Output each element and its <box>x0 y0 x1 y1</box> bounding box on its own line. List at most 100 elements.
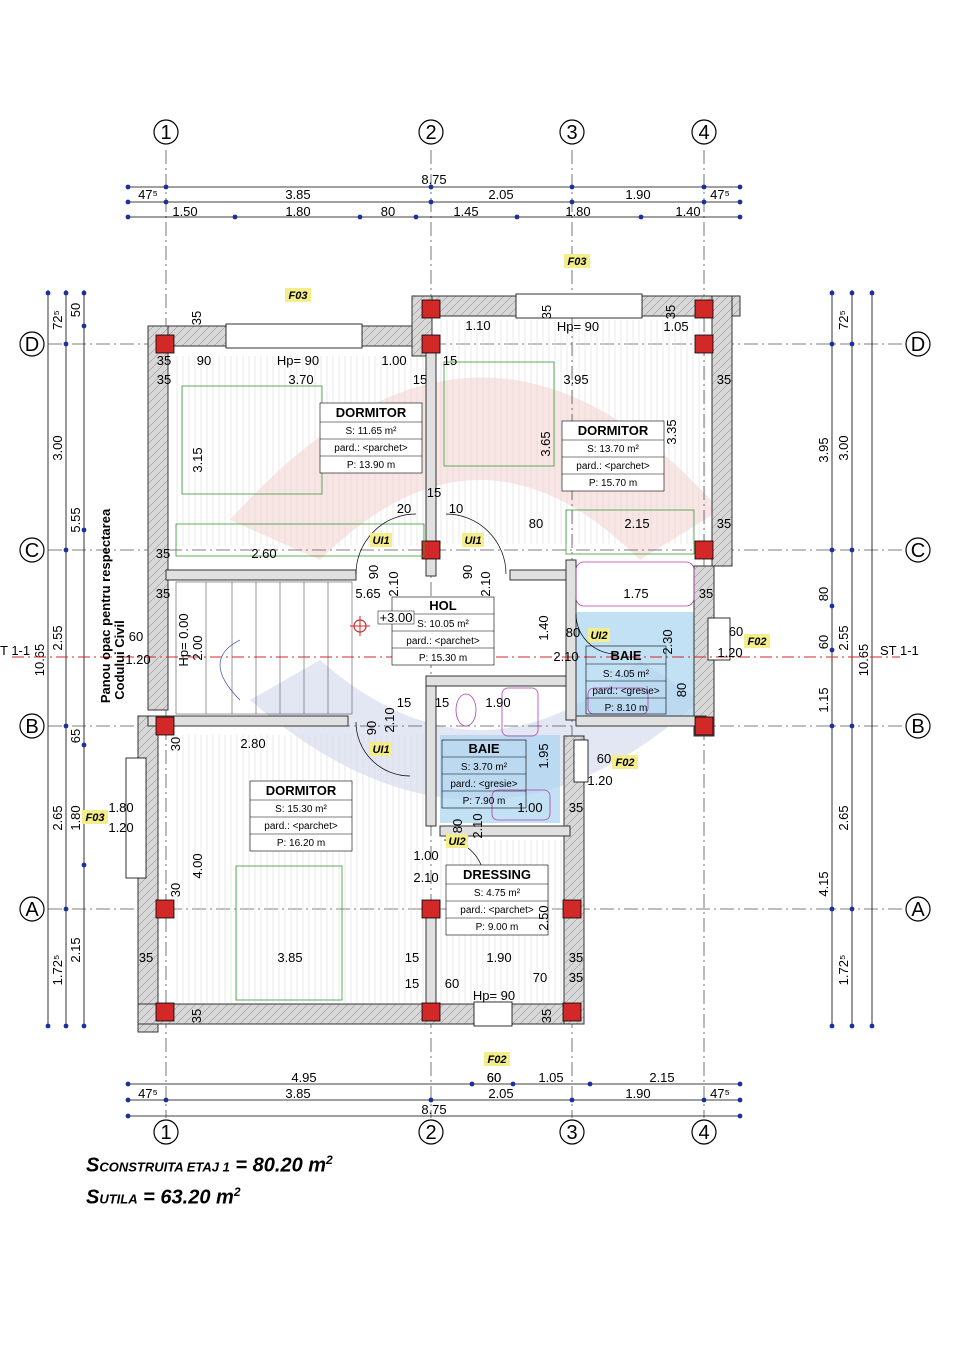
dim-right-mid-1: 3.95 <box>816 437 831 462</box>
dim-3-70: 3.70 <box>288 372 313 387</box>
axis-label-top-1: 1 <box>160 122 171 144</box>
dim-35-f: 35 <box>156 586 170 601</box>
dim-bottom-r1-4: 2.15 <box>649 1070 674 1085</box>
dim-90-d: 90 <box>364 721 379 735</box>
tag-f02-bath: F02 <box>616 757 635 769</box>
room-dressing: DRESSING S: 4.75 m² pard.: <parchet> P: … <box>445 864 549 936</box>
room-dressing-name: DRESSING <box>463 867 531 882</box>
dim-15-c: 15 <box>427 485 441 500</box>
tag-ui1-b: UI1 <box>464 535 481 547</box>
dim-90-b: 90 <box>366 565 381 579</box>
furniture <box>175 361 695 1001</box>
dim-35-e: 35 <box>156 546 170 561</box>
dim-2-10-dressing: 2.10 <box>413 870 438 885</box>
walls <box>137 295 741 1033</box>
tag-f02-right: F02 <box>748 636 767 648</box>
dim-bottom-r1-3: 1.05 <box>538 1070 563 1085</box>
side-note-line2: Codului Civil <box>112 620 127 699</box>
dim-5-65: 5.65 <box>355 586 380 601</box>
dim-left-inner-3: 3.00 <box>50 435 65 460</box>
columns <box>155 299 714 1022</box>
level-mark: +3.00 <box>350 610 415 636</box>
dim-left-mid-1: 5.55 <box>68 507 83 532</box>
dim-left-mid-2: 2.55 <box>50 625 65 650</box>
dim-35-l: 35 <box>189 311 204 325</box>
side-note-line1: Panou opac pentru respectarea <box>98 508 113 703</box>
dim-right-mid-3: 60 <box>816 635 831 649</box>
dim-80-a: 80 <box>529 516 543 531</box>
section-mark-left: T 1-1 <box>0 643 30 658</box>
dim-bottom-r1-2: 60 <box>487 1070 501 1085</box>
room-bathroom-2-perimeter: P: 7.90 m <box>463 796 506 807</box>
room-bedroom-3-floor: pard.: <parchet> <box>264 821 338 832</box>
dimension-lines <box>47 186 873 1117</box>
axis-label-right-a: A <box>911 899 925 921</box>
dim-hp-1: Hp= 90 <box>277 353 319 368</box>
dim-hp-2: Hp= 90 <box>557 319 599 334</box>
dim-bottom-r2-5: 47⁵ <box>710 1086 730 1101</box>
dim-1-05: 1.05 <box>663 319 688 334</box>
axis-label-right-b: B <box>911 716 924 738</box>
dim-left-mid-4: 2.65 <box>50 805 65 830</box>
dim-2-10-door-c: 2.10 <box>382 707 397 732</box>
tag-ui1-a: UI1 <box>372 535 389 547</box>
dim-2-10-door-d: 2.10 <box>470 813 485 838</box>
dim-30-b: 30 <box>168 883 183 897</box>
dim-35-o: 35 <box>189 1009 204 1023</box>
dim-15-e: 15 <box>397 695 411 710</box>
dim-15-a: 15 <box>443 353 457 368</box>
room-bedroom-3: DORMITOR S: 15.30 m² pard.: <parchet> P:… <box>249 780 353 852</box>
dim-90-c: 90 <box>460 565 475 579</box>
room-bedroom-2-floor: pard.: <parchet> <box>576 461 650 472</box>
room-hall: HOL S: 10.05 m² pard.: <parchet> P: 15.3… <box>391 596 495 666</box>
dim-right-inner-4: 1.72⁵ <box>836 955 851 986</box>
dim-right-mid-5: 2.65 <box>836 805 851 830</box>
dim-top-total: 8.75 <box>421 172 446 187</box>
dim-35-a: 35 <box>157 353 171 368</box>
dim-2-15: 2.15 <box>624 516 649 531</box>
dim-35-b: 35 <box>157 372 171 387</box>
dim-right-inner-2: 3.00 <box>836 435 851 460</box>
dim-60-window: 60 <box>487 1070 501 1085</box>
room-bathroom-1-name: BAIE <box>610 648 641 663</box>
dim-2-00: 2.00 <box>190 635 205 660</box>
dim-1-00-top: 1.00 <box>381 353 406 368</box>
dim-4-00: 4.00 <box>190 853 205 878</box>
room-bedroom-3-perimeter: P: 16.20 m <box>277 838 325 849</box>
dim-right-inner-1: 72⁵ <box>836 310 851 330</box>
windows <box>125 293 731 1027</box>
axis-label-right-d: D <box>911 334 925 356</box>
dim-hp-stairs: Hp= 0.00 <box>176 613 191 666</box>
dim-right-mid-2: 80 <box>816 587 831 601</box>
dim-80-b: 80 <box>566 625 580 640</box>
gross-area-line: SCONSTRUITA ETAJ 1 = 80.20 m2 <box>86 1153 333 1177</box>
room-bedroom-1-name: DORMITOR <box>336 405 407 420</box>
dim-60-d: 60 <box>597 751 611 766</box>
area-summary: SCONSTRUITA ETAJ 1 = 80.20 m2 SUTILA = 6… <box>86 1148 333 1211</box>
axis-label-left-a: A <box>25 899 39 921</box>
axis-label-left-c: C <box>25 540 39 562</box>
dim-1-90-interior: 1.90 <box>486 950 511 965</box>
dim-bottom-r1-1: 4.95 <box>291 1070 316 1085</box>
room-bathroom-1-perimeter: P: 8.10 m <box>605 703 648 714</box>
dim-3-15: 3.15 <box>190 447 205 472</box>
dim-2-80: 2.80 <box>240 736 265 751</box>
dim-left-inner-5: 1.72⁵ <box>50 955 65 986</box>
dim-1-00-dressing: 1.00 <box>413 848 438 863</box>
room-bedroom-3-name: DORMITOR <box>266 783 337 798</box>
axis-label-top-4: 4 <box>698 122 709 144</box>
tag-f02-bottom: F02 <box>488 1054 507 1066</box>
dim-35-i: 35 <box>139 950 153 965</box>
dim-3-95: 3.95 <box>563 372 588 387</box>
tag-ui2-b: UI2 <box>448 836 465 848</box>
room-bedroom-2: DORMITOR S: 13.70 m² pard.: <parchet> P:… <box>561 420 665 492</box>
axis-label-left-b: B <box>25 716 38 738</box>
dim-top-r1-1: 47⁵ <box>138 187 158 202</box>
dim-1-10: 1.10 <box>465 318 490 333</box>
staircase <box>175 581 353 715</box>
room-dressing-area: S: 4.75 m² <box>474 888 521 899</box>
room-bathroom-1: BAIE S: 4.05 m² pard.: <gresie> P: 8.10 … <box>585 645 667 715</box>
dim-10: 10 <box>449 501 463 516</box>
dim-top-r2-5: 1.80 <box>565 204 590 219</box>
